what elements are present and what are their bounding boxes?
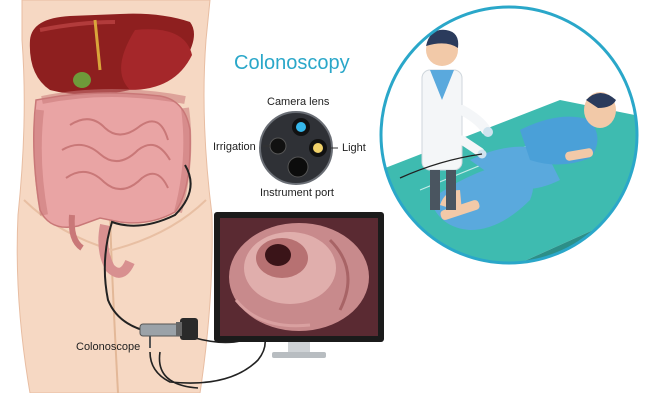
procedure-scene [380, 7, 645, 330]
page-title: Colonoscopy [234, 52, 350, 75]
instrument-port-label: Instrument port [260, 187, 334, 199]
colonoscope-label: Colonoscope [76, 341, 140, 353]
light-label: Light [342, 142, 366, 154]
monitor [214, 212, 384, 358]
camera-lens-label: Camera lens [267, 96, 329, 108]
colonoscope-tip [260, 112, 338, 184]
irrigation-label: Irrigation [213, 141, 256, 153]
